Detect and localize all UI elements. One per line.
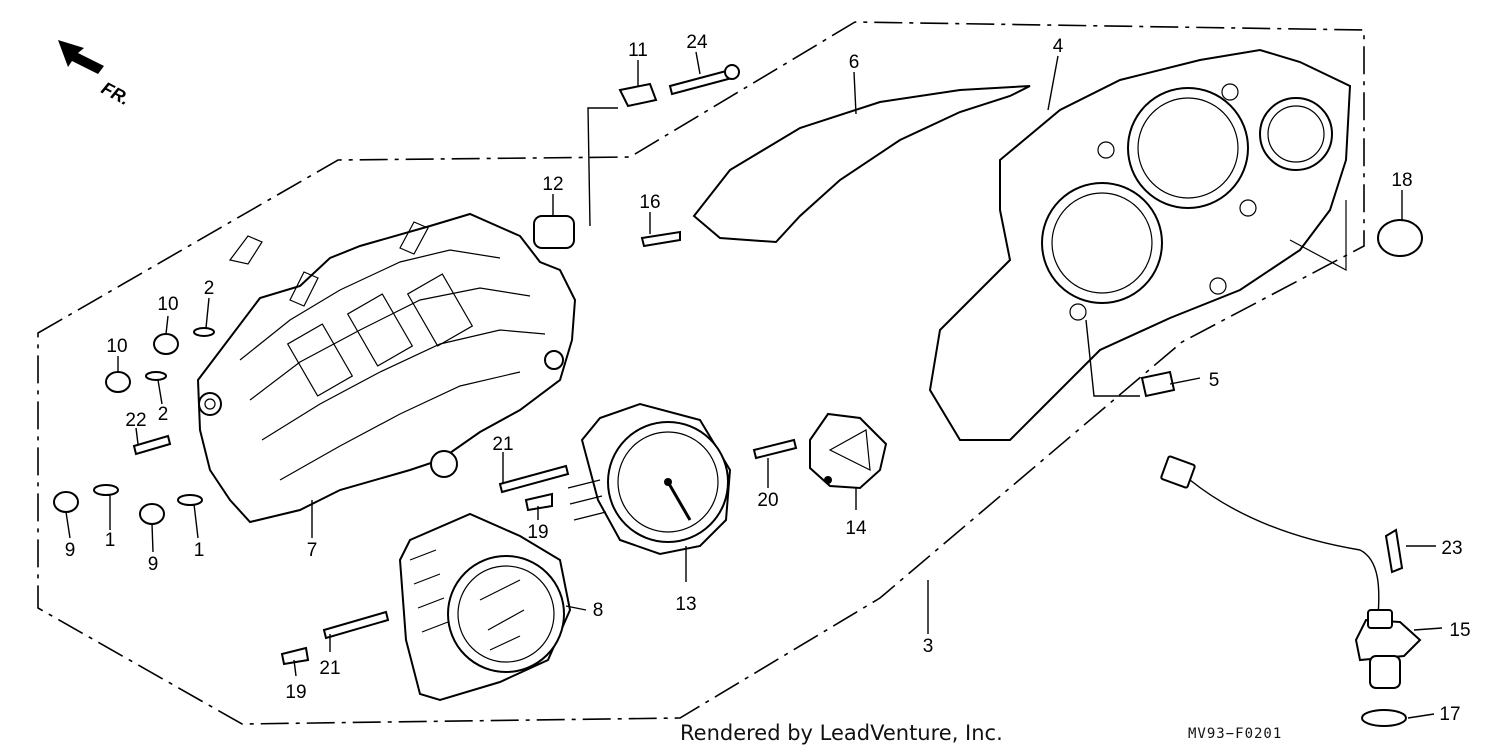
callout-18: 18 bbox=[1391, 170, 1412, 191]
speed-sensor-15 bbox=[1160, 455, 1422, 689]
callout-2a: 2 bbox=[204, 278, 215, 299]
callout-23: 23 bbox=[1441, 538, 1462, 559]
callout-10b: 10 bbox=[157, 294, 178, 315]
callout-7: 7 bbox=[307, 540, 318, 561]
fuel-gauge-14 bbox=[809, 412, 888, 490]
front-direction-arrow: FR. bbox=[58, 40, 133, 109]
callout-21b: 21 bbox=[319, 658, 340, 679]
diagram-code: MV93−F0201 bbox=[1188, 726, 1282, 742]
callout-20: 20 bbox=[757, 490, 778, 511]
callout-15: 15 bbox=[1449, 620, 1470, 641]
trim-cover-6 bbox=[692, 85, 1031, 244]
callout-6: 6 bbox=[849, 52, 860, 73]
callout-9a: 9 bbox=[65, 540, 76, 561]
callout-8: 8 bbox=[593, 600, 604, 621]
meter-panel-4 bbox=[928, 48, 1352, 441]
callout-16: 16 bbox=[639, 192, 660, 213]
assembly-3-boundary bbox=[37, 21, 1365, 725]
callout-3: 3 bbox=[923, 636, 934, 657]
callout-14: 14 bbox=[845, 518, 867, 539]
callout-24: 24 bbox=[686, 32, 708, 53]
tachometer-13 bbox=[567, 402, 732, 556]
speedometer-8 bbox=[398, 512, 572, 702]
meter-case-7 bbox=[196, 212, 577, 524]
callout-19b: 19 bbox=[285, 682, 306, 703]
callout-5: 5 bbox=[1209, 370, 1220, 391]
callout-1b: 1 bbox=[194, 540, 205, 561]
callout-4: 4 bbox=[1053, 36, 1064, 57]
callout-17: 17 bbox=[1439, 704, 1460, 725]
callout-22: 22 bbox=[125, 410, 146, 431]
callout-9b: 9 bbox=[148, 554, 159, 575]
callout-1a: 1 bbox=[105, 530, 116, 551]
callout-13: 13 bbox=[675, 594, 696, 615]
callout-11: 11 bbox=[628, 40, 648, 61]
direction-label: FR. bbox=[98, 78, 133, 109]
callout-19a: 19 bbox=[527, 522, 548, 543]
leader-lines bbox=[65, 51, 1443, 719]
callout-2b: 2 bbox=[158, 404, 169, 425]
callout-21a: 21 bbox=[492, 434, 513, 455]
callout-labels: 1 1 2 2 3 4 5 6 7 8 9 9 10 10 11 12 13 1… bbox=[65, 32, 1471, 725]
callout-10a: 10 bbox=[106, 336, 127, 357]
footer-credit: Rendered by LeadVenture, Inc. bbox=[680, 721, 1003, 745]
callout-12: 12 bbox=[542, 174, 563, 195]
hardware-parts bbox=[53, 64, 1423, 727]
